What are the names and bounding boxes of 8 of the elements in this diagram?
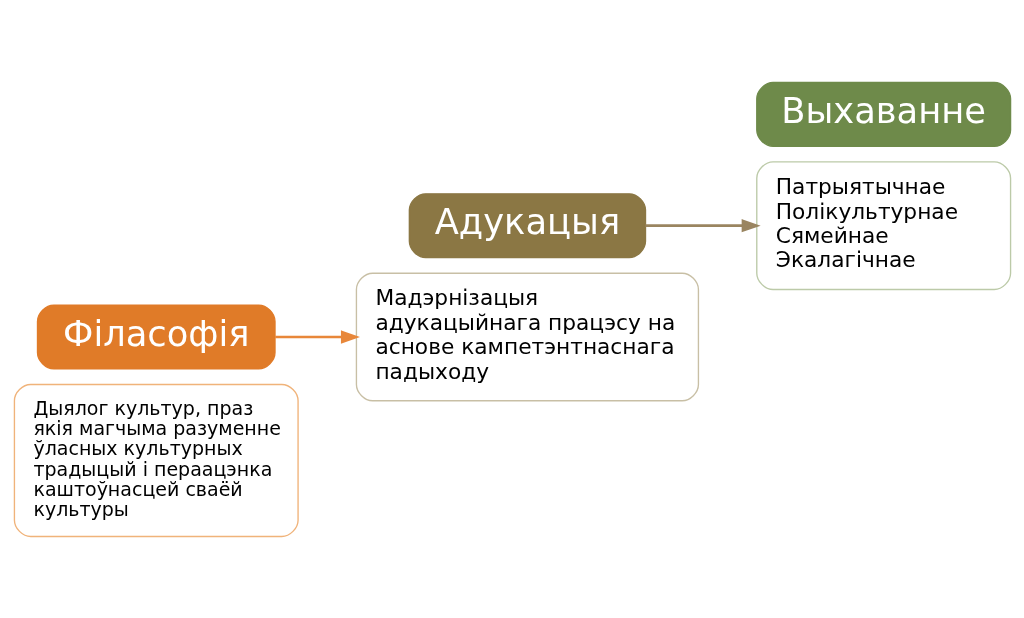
node-box: Патрыятычнае Полікультурнае Сямейнае Экалагічнае [755, 160, 1011, 290]
node-box: Адукацыя [408, 192, 646, 258]
arrow [274, 329, 360, 344]
node-box: Выхаванне [755, 81, 1011, 147]
node-box: Мадэрнізацыя адукацыйнага працэсу на аснове кампетэнтнаснага падыходу [355, 272, 699, 401]
arrow [645, 218, 761, 232]
node-box: Філасофія [36, 303, 276, 370]
node-box: Дыялог культур, праз якія магчыма разуменне ўласных культурных традыцый і пераацэнка каштоўнасцей сваёй культуры [13, 383, 299, 537]
